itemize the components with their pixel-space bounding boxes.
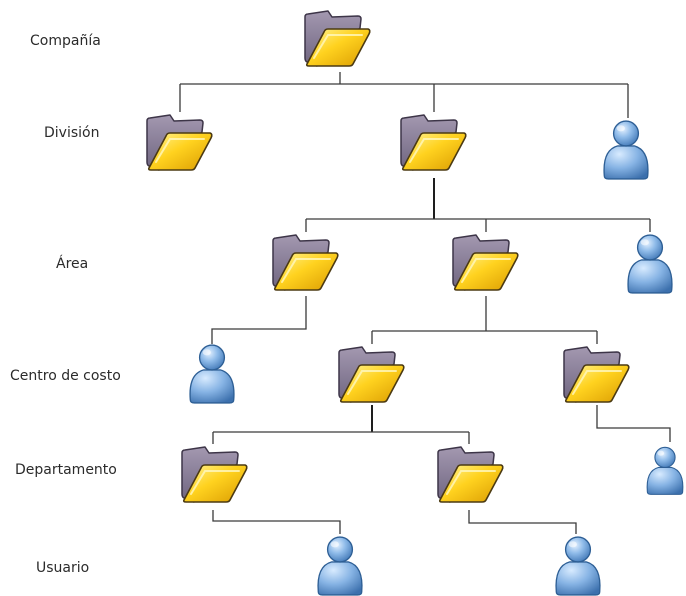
area-folder-1-icon [272, 234, 339, 291]
level-label-area: Área [56, 255, 88, 272]
department-folder-1-icon [181, 446, 248, 503]
connector-dept2-user [468, 510, 577, 534]
division-folder-2-icon [400, 114, 467, 171]
level-label-division: División [44, 125, 99, 141]
division-user-icon [603, 120, 649, 180]
connector-area1-user [211, 296, 307, 344]
connector-company-division [179, 72, 629, 118]
connector-area2-costcenters [371, 296, 598, 344]
connectors [179, 72, 671, 534]
user-2-icon [555, 536, 601, 596]
cost-center-folder-1-icon [338, 346, 405, 403]
area-folder-2-icon [452, 234, 519, 291]
connector-division-area [305, 218, 651, 232]
area-user-icon [627, 234, 673, 294]
level-label-department: Departamento [15, 462, 117, 478]
connector-costcenter-departments [212, 431, 470, 444]
level-label-cost-center: Centro de costo [10, 368, 121, 384]
company-folder-icon [304, 10, 371, 67]
connector-dept1-user [212, 510, 341, 534]
cost-center-folder-2-icon [563, 346, 630, 403]
cost-center-user-icon [189, 344, 235, 404]
level-label-user: Usuario [36, 560, 89, 576]
division-folder-1-icon [146, 114, 213, 171]
department-folder-2-icon [437, 446, 504, 503]
connector-costcenter2-user [596, 405, 671, 442]
level-label-company: Compañía [30, 33, 101, 49]
department-user-icon [646, 446, 684, 496]
user-1-icon [317, 536, 363, 596]
